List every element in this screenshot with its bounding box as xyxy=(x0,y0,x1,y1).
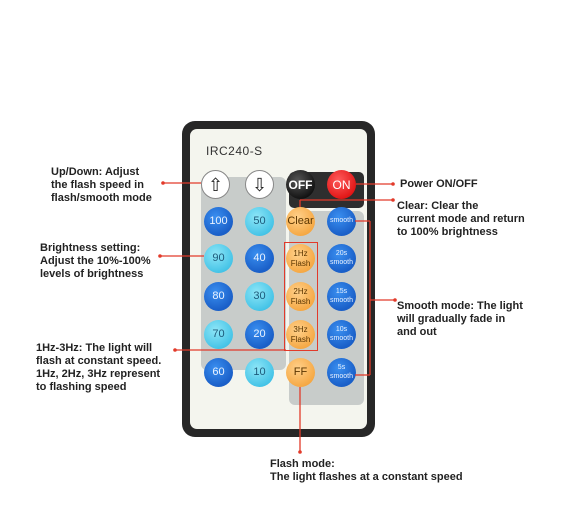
brightness-annotation: Brightness setting: Adjust the 10%-100% … xyxy=(40,242,151,280)
model-name: IRC240-S xyxy=(206,144,263,158)
flash-1hz-button[interactable]: 1Hz Flash xyxy=(286,244,315,273)
on-button[interactable]: ON xyxy=(327,170,356,199)
brightness-50-button[interactable]: 50 xyxy=(245,207,274,236)
brightness-100-button[interactable]: 100 xyxy=(204,207,233,236)
smooth-annotation: Smooth mode: The light will gradually fa… xyxy=(397,300,523,338)
brightness-60-button[interactable]: 60 xyxy=(204,358,233,387)
brightness-40-button[interactable]: 40 xyxy=(245,244,274,273)
flash-2hz-button[interactable]: 2Hz Flash xyxy=(286,282,315,311)
hz-annotation: 1Hz-3Hz: The light will flash at constan… xyxy=(36,342,162,393)
brightness-80-button[interactable]: 80 xyxy=(204,282,233,311)
brightness-30-button[interactable]: 30 xyxy=(245,282,274,311)
flash-annotation: Flash mode: The light flashes at a const… xyxy=(270,458,463,483)
down-button[interactable]: ⇩ xyxy=(245,170,274,199)
smooth-10s-button[interactable]: 10s smooth xyxy=(327,320,356,349)
smooth-5s-button[interactable]: 5s smooth xyxy=(327,358,356,387)
brightness-70-button[interactable]: 70 xyxy=(204,320,233,349)
hz-buttons-highlight xyxy=(284,242,318,351)
smooth-15s-button[interactable]: 15s smooth xyxy=(327,282,356,311)
ff-button[interactable]: FF xyxy=(286,358,315,387)
off-button[interactable]: OFF xyxy=(286,170,315,199)
flash-3hz-button[interactable]: 3Hz Flash xyxy=(286,320,315,349)
updown-annotation: Up/Down: Adjust the flash speed in flash… xyxy=(51,166,152,204)
brightness-20-button[interactable]: 20 xyxy=(245,320,274,349)
smooth-20s-button[interactable]: 20s smooth xyxy=(327,244,356,273)
brightness-90-button[interactable]: 90 xyxy=(204,244,233,273)
up-button[interactable]: ⇧ xyxy=(201,170,230,199)
smooth-button[interactable]: smooth xyxy=(327,207,356,236)
power-annotation: Power ON/OFF xyxy=(400,178,478,190)
clear-annotation: Clear: Clear the current mode and return… xyxy=(397,200,525,238)
brightness-10-button[interactable]: 10 xyxy=(245,358,274,387)
clear-button[interactable]: Clear xyxy=(286,207,315,236)
